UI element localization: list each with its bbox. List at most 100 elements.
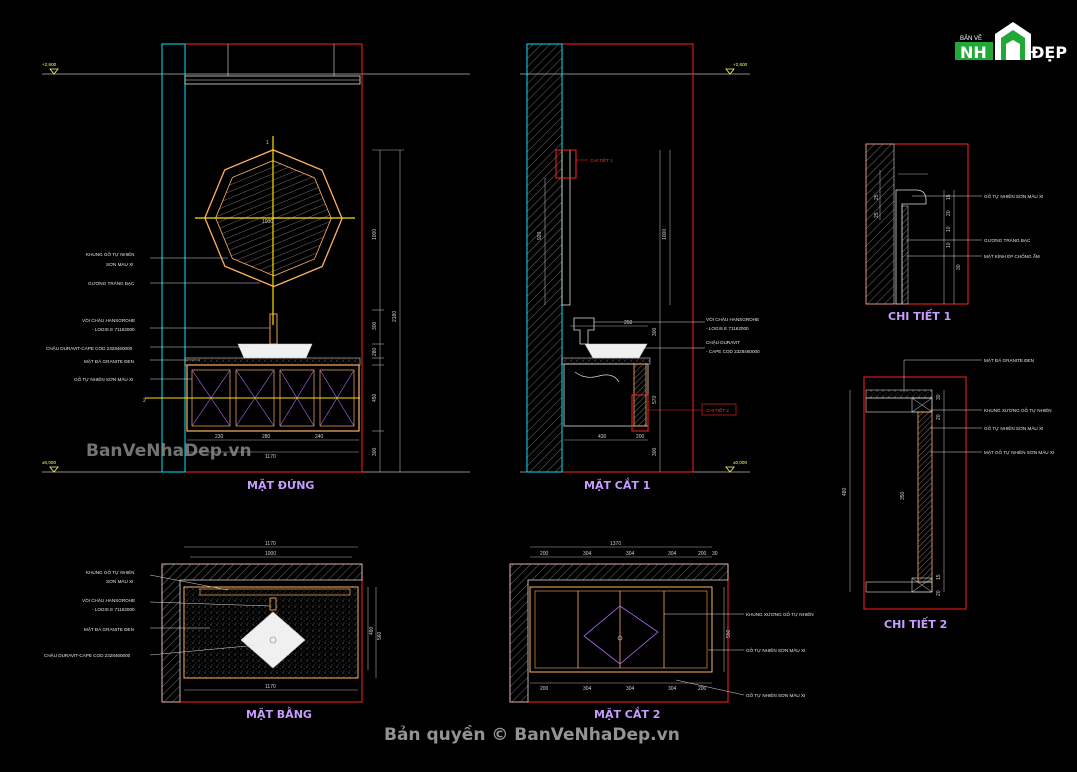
note-ct2-2: GỖ TỰ NHIÊN SƠN MÀU XI bbox=[984, 424, 1043, 431]
dim-ct2-r1: 20 bbox=[936, 414, 942, 420]
logo: BẢN VẼ NH ĐẸP bbox=[955, 22, 1067, 62]
dim-ct1-r0: 15 bbox=[946, 194, 952, 200]
section-2-frame bbox=[529, 586, 713, 673]
level-top-right: +2,600 bbox=[733, 62, 748, 67]
elevation-view: 1 1000 2 bbox=[46, 43, 404, 492]
section-mark-b: 2 bbox=[143, 398, 146, 404]
logo-green-block bbox=[955, 42, 993, 60]
title-chi-tiet-1: CHI TIẾT 1 bbox=[888, 308, 951, 323]
logo-mid-text: NH bbox=[960, 43, 987, 62]
note-plan-2: VÒI CHẬU HANSGROHE bbox=[82, 597, 135, 603]
title-chi-tiet-2: CHI TIẾT 2 bbox=[884, 616, 947, 631]
dim-elev-r2: 280 bbox=[372, 347, 378, 356]
note-sec2-0: KHUNG XƯƠNG GỖ TỰ NHIÊN bbox=[746, 610, 814, 617]
dim-sec2-tb0: 200 bbox=[540, 551, 549, 557]
note-elev-4: - LOGIS E 71162000 bbox=[92, 327, 135, 332]
title-mat-dung: MẶT ĐỨNG bbox=[247, 478, 314, 492]
section-1-faucet bbox=[573, 317, 595, 345]
note-sec1-1: - LOGIS E 71162000 bbox=[706, 326, 749, 331]
copyright-text: Bản quyền © BanVeNhaDep.vn bbox=[384, 724, 680, 745]
section-1-basin bbox=[584, 343, 648, 359]
dim-ct1-l1: 25 bbox=[874, 212, 880, 218]
dim-sec2-tb5: 30 bbox=[712, 551, 718, 557]
dim-ct2-r3: 15 bbox=[936, 574, 942, 580]
note-sec2-2: GỖ TỰ NHIÊN SƠN MÀU XI bbox=[746, 691, 805, 698]
dim-sec2-b4: 200 bbox=[698, 686, 707, 692]
note-ct2-0: MẶT ĐÁ GRANITE ĐEN bbox=[984, 357, 1034, 363]
dim-plan-top-b: 1000 bbox=[265, 551, 276, 557]
note-elev-0: KHUNG GỖ TỰ NHIÊN bbox=[86, 250, 135, 257]
dim-sec1-r3: 300 bbox=[652, 447, 658, 456]
dim-sec2-b0: 200 bbox=[540, 686, 549, 692]
detail-2-view: 480 30 20 350 15 20 MẶT ĐÁ GRANITE ĐEN K… bbox=[842, 357, 1054, 631]
granite-countertop bbox=[184, 357, 361, 366]
title-mat-cat-1: MẶT CẮT 1 bbox=[584, 477, 650, 492]
dim-sec1-top: 250 bbox=[624, 320, 633, 326]
dim-sec2-b3: 304 bbox=[668, 686, 677, 692]
note-elev-6: MẶT ĐÁ GRANITE ĐEN bbox=[84, 358, 134, 364]
detail-1-view: 15 20 10 10 30 25 25 GỖ TỰ NHIÊN SƠN MÀU… bbox=[865, 143, 1043, 323]
dim-sec1-b1: 200 bbox=[636, 434, 645, 440]
note-plan-1: SƠN MÀU XI bbox=[106, 578, 133, 584]
note-sec1-3: - CAPE COD 2328460000 bbox=[706, 349, 760, 354]
note-plan-3: - LOGIS E 71162000 bbox=[92, 607, 135, 612]
callout-ct1: CHI TIẾT 1 bbox=[590, 157, 613, 163]
section-2-view: 1370 200 304 304 304 200 30 550 200 304 … bbox=[509, 541, 814, 721]
note-elev-5: CHẬU DURAVIT-CAPE COD 2328460000 bbox=[46, 345, 133, 351]
section-1-view: CHI TIẾT 1 CHI TIẾT 2 1000 300 570 300 9… bbox=[526, 43, 760, 492]
note-elev-3: VÒI CHẬU HANSGROHE bbox=[82, 317, 135, 323]
callout-box-ct1 bbox=[555, 149, 577, 179]
level-bottom-right: ±0,000 bbox=[733, 460, 747, 465]
dim-plan-bottom: 1170 bbox=[265, 684, 276, 690]
section-1-wall bbox=[526, 43, 563, 473]
dim-elev-total: 2180 bbox=[392, 311, 398, 322]
note-elev-2: GƯƠNG TRÁNG BẠC bbox=[88, 280, 135, 286]
dim-sec2-tb1: 304 bbox=[583, 551, 592, 557]
dim-sec2-top-a: 1370 bbox=[610, 541, 621, 547]
dim-ct1-l0: 25 bbox=[874, 194, 880, 200]
section-mark-a: 1 bbox=[266, 140, 269, 146]
dim-sec2-tb4: 200 bbox=[698, 551, 707, 557]
dim-sec2-b1: 304 bbox=[583, 686, 592, 692]
dim-elev-b1: 280 bbox=[262, 434, 271, 440]
dim-sec2-tb3: 304 bbox=[668, 551, 677, 557]
dim-sec1-left: 920 bbox=[537, 231, 543, 240]
dim-elev-r0: 1000 bbox=[372, 229, 378, 240]
dim-ct2-r0: 30 bbox=[936, 394, 942, 400]
note-ct2-3: MẶT GỖ TỰ NHIÊN SƠN MÀU XI bbox=[984, 448, 1054, 455]
note-ct1-2: MẶT KÍNH ÉP CHỐNG ẨM bbox=[984, 253, 1040, 259]
dim-sec2-right: 550 bbox=[726, 629, 732, 638]
dim-elev-r1: 300 bbox=[372, 321, 378, 330]
detail-2-panel bbox=[917, 411, 933, 583]
note-plan-0: KHUNG GỖ TỰ NHIÊN bbox=[86, 568, 135, 575]
dim-ct2-r4: 20 bbox=[936, 590, 942, 596]
dim-ct1-r3: 10 bbox=[946, 242, 952, 248]
note-sec2-1: GỖ TỰ NHIÊN SƠN MÀU XI bbox=[746, 646, 805, 653]
dim-elev-r6: 300 bbox=[372, 447, 378, 456]
logo-right-text: ĐẸP bbox=[1031, 43, 1067, 62]
basin-elevation bbox=[237, 343, 313, 359]
dim-ct1-r4: 30 bbox=[956, 264, 962, 270]
note-elev-7: GỖ TỰ NHIÊN SƠN MÀU XI bbox=[74, 375, 133, 382]
note-plan-5: CHẬU DURAVIT-CAPE COD 2328460000 bbox=[44, 652, 131, 658]
dim-sec1-r1: 300 bbox=[652, 327, 658, 336]
note-elev-1: SƠN MÀU XI bbox=[106, 261, 133, 267]
dim-ct2-r2: 350 bbox=[900, 491, 906, 500]
section-2-basin bbox=[583, 605, 659, 665]
note-ct2-1: KHUNG XƯƠNG GỖ TỰ NHIÊN bbox=[984, 406, 1052, 413]
dim-ct1-r2: 10 bbox=[946, 226, 952, 232]
plan-basin bbox=[240, 611, 306, 669]
dim-elev-b2: 240 bbox=[315, 434, 324, 440]
plan-view: 1170 1000 1170 490 560 KHUNG GỖ TỰ NHIÊN… bbox=[44, 541, 383, 721]
title-mat-cat-2: MẶT CẮT 2 bbox=[594, 706, 660, 721]
dim-ct1-r1: 20 bbox=[946, 210, 952, 216]
note-ct1-0: GỖ TỰ NHIÊN SƠN MÀU XI bbox=[984, 192, 1043, 199]
note-ct1-1: GƯƠNG TRÁNG BẠC bbox=[984, 237, 1031, 243]
mirror-width-dim: 1000 bbox=[262, 219, 273, 225]
level-bottom-left: ±0,000 bbox=[42, 460, 56, 465]
dim-elev-b0: 230 bbox=[215, 434, 224, 440]
dim-sec1-r2: 570 bbox=[652, 395, 658, 404]
dim-sec2-b2: 304 bbox=[626, 686, 635, 692]
elevation-dims-bottom bbox=[187, 439, 359, 453]
